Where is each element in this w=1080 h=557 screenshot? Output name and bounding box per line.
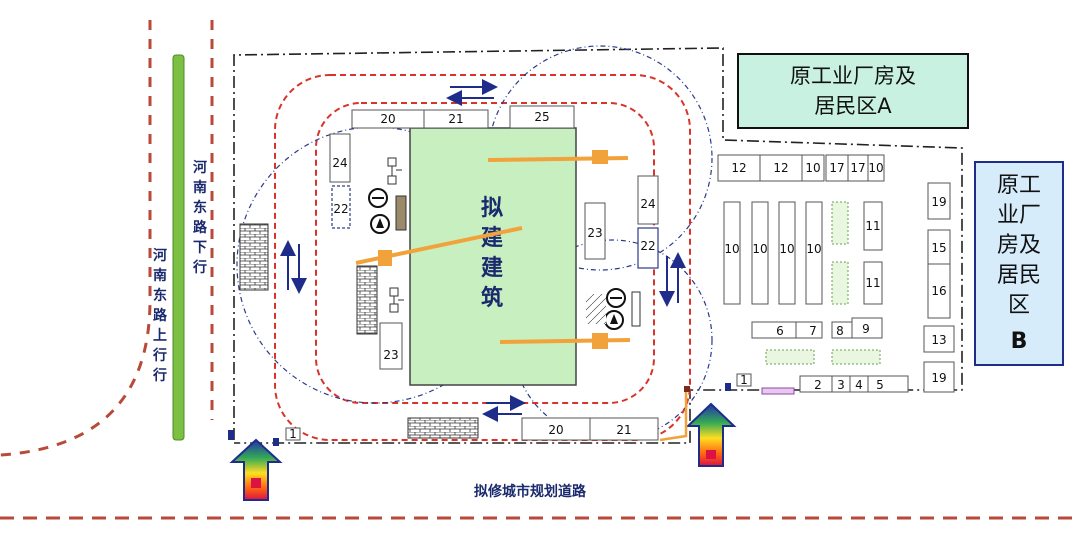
label-10-bar-4: 10 xyxy=(806,242,821,256)
pipe-purple xyxy=(761,387,795,395)
crane-jib-top xyxy=(487,150,629,164)
label-11-a: 11 xyxy=(865,219,880,233)
label-6: 6 xyxy=(776,324,784,338)
road-up-char-4: 路 xyxy=(153,307,168,324)
label-10-bar-3: 10 xyxy=(779,242,794,256)
brick-wall-west xyxy=(239,223,269,291)
label-1-right: 1 xyxy=(740,373,748,387)
label-2: 2 xyxy=(814,378,822,392)
label-10-c: 10 xyxy=(868,161,883,175)
brick-yard-left xyxy=(356,265,378,335)
building-char-3: 建 xyxy=(481,256,503,281)
fire-hydrant-icon xyxy=(370,214,390,234)
area-b-line-5: 区 xyxy=(1008,293,1030,318)
label-3: 3 xyxy=(837,378,845,392)
crane-jib-bottom xyxy=(499,333,631,349)
label-15: 15 xyxy=(931,241,946,255)
label-7: 7 xyxy=(809,324,817,338)
road-down-char-2: 南 xyxy=(193,179,207,196)
road-down-char-1: 河 xyxy=(193,159,207,176)
brick-wall-south xyxy=(407,417,479,439)
road-up-char-2: 南 xyxy=(153,267,167,284)
area-a-line-1: 原工业厂房及 xyxy=(790,64,916,88)
utility-line-orange xyxy=(659,390,688,442)
green-storage-3 xyxy=(765,349,815,365)
green-storage-4 xyxy=(831,349,881,365)
label-22-right: 22 xyxy=(640,239,655,253)
label-25: 25 xyxy=(534,110,549,124)
road-down-char-3: 东 xyxy=(193,199,207,216)
building-char-1: 拟 xyxy=(481,196,503,221)
road-bottom-label: 拟修城市规划道路 xyxy=(474,483,587,500)
area-b-line-4: 居民 xyxy=(997,263,1041,288)
label-23-left: 23 xyxy=(383,348,398,362)
building-char-4: 筑 xyxy=(481,285,503,311)
area-b-line-3: 房及 xyxy=(997,233,1041,258)
label-12-a: 12 xyxy=(731,161,746,175)
gravel-yard-right xyxy=(586,294,606,324)
label-9: 9 xyxy=(862,322,870,336)
label-20-top: 20 xyxy=(380,112,395,126)
area-a-box xyxy=(737,53,969,129)
label-23-right: 23 xyxy=(587,226,602,240)
green-median xyxy=(172,54,185,441)
entrance-arrow-right xyxy=(685,402,737,467)
road-down-char-5: 下 xyxy=(193,240,207,256)
label-10-bar-1: 10 xyxy=(724,242,739,256)
area-b-line-1: 原工 xyxy=(997,173,1041,198)
storage-right xyxy=(631,291,641,327)
area-b-line-6: B xyxy=(1011,329,1028,354)
label-19-a: 19 xyxy=(931,195,946,209)
road-up-char-6: 行 xyxy=(152,347,167,364)
road-up-char-5: 上 xyxy=(153,328,167,344)
road-down-char-4: 路 xyxy=(193,219,208,236)
label-11-b: 11 xyxy=(865,276,880,290)
transformer-icon xyxy=(368,188,388,208)
label-10-bar-2: 10 xyxy=(752,242,767,256)
road-up-char-3: 东 xyxy=(153,287,167,304)
label-1-left: 1 xyxy=(289,427,297,441)
entrance-arrow-left xyxy=(229,438,283,501)
crane-jib-left xyxy=(355,226,523,266)
gate-post-right xyxy=(684,386,690,392)
label-22-left: 22 xyxy=(333,202,348,216)
ring-road-outer xyxy=(274,74,691,441)
gate-post-left-2 xyxy=(273,438,279,446)
road-up-char-7: 行 xyxy=(152,367,167,384)
storage-hatched-left xyxy=(395,195,407,231)
gate-post-right-2 xyxy=(725,383,731,391)
label-5: 5 xyxy=(876,378,884,392)
label-16: 16 xyxy=(931,284,946,298)
road-down-char-6: 行 xyxy=(192,259,207,276)
building-char-2: 建 xyxy=(481,226,503,251)
label-24-left: 24 xyxy=(332,156,347,170)
area-b-box xyxy=(974,161,1064,366)
label-20-bottom: 20 xyxy=(548,423,563,437)
label-17-b: 17 xyxy=(850,161,865,175)
water-tap-icon-2 xyxy=(389,287,404,313)
water-tap-icon xyxy=(387,157,402,185)
gate-post-left xyxy=(228,430,234,440)
transformer-icon-right xyxy=(606,288,626,308)
label-12-b: 12 xyxy=(773,161,788,175)
label-8: 8 xyxy=(836,324,844,338)
green-storage-2 xyxy=(831,261,849,305)
label-10-top: 10 xyxy=(805,161,820,175)
area-b-line-2: 业厂 xyxy=(997,203,1041,228)
label-17-a: 17 xyxy=(829,161,844,175)
label-21-bottom: 21 xyxy=(616,423,631,437)
label-19-b: 19 xyxy=(931,371,946,385)
label-13: 13 xyxy=(931,333,946,347)
label-24-right: 24 xyxy=(640,197,655,211)
fire-hydrant-icon-right xyxy=(604,310,624,330)
road-edge-left-outer xyxy=(0,20,152,457)
area-a-line-2: 居民区A xyxy=(814,94,892,118)
label-21-top: 21 xyxy=(448,112,463,126)
label-4: 4 xyxy=(855,378,863,392)
green-storage-1 xyxy=(831,201,849,245)
road-up-char-1: 河 xyxy=(153,247,167,264)
